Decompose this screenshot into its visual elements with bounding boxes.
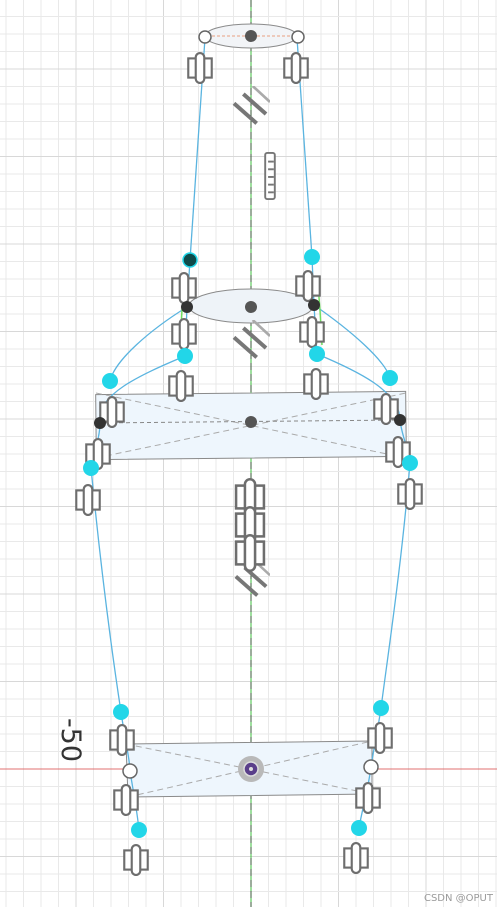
neck-right-point[interactable] — [308, 299, 320, 311]
coincident-constraint-icon[interactable] — [122, 844, 150, 876]
parallel-constraint-icon[interactable] — [232, 320, 270, 360]
shoulder-left-point[interactable] — [94, 417, 106, 429]
shoulder-diagonal-2 — [95, 392, 407, 459]
dimension-label: -50 — [55, 717, 87, 763]
coincident-constraint-icon[interactable] — [342, 842, 370, 874]
spline-control-point[interactable] — [113, 704, 129, 720]
spline-control-point[interactable] — [309, 346, 325, 362]
coincident-constraint-icon[interactable] — [298, 316, 326, 348]
spline-control-point[interactable] — [102, 373, 118, 389]
spline-control-point[interactable] — [382, 370, 398, 386]
coincident-constraint-icon[interactable] — [108, 724, 136, 756]
spline-control-point[interactable] — [351, 820, 367, 836]
origin-point-core — [249, 767, 253, 771]
parallel-constraint-icon[interactable] — [232, 86, 270, 126]
top-left-endpoint[interactable] — [198, 30, 212, 44]
coincident-constraint-icon[interactable] — [186, 52, 214, 84]
horizontal-constraint-icon[interactable] — [264, 152, 276, 200]
coincident-constraint-icon[interactable] — [294, 270, 322, 302]
spline-control-point[interactable] — [131, 822, 147, 838]
coincident-constraint-icon[interactable] — [282, 52, 310, 84]
coincident-constraint-icon[interactable] — [302, 368, 330, 400]
coincident-constraint-icon[interactable] — [112, 784, 140, 816]
coincident-constraint-icon[interactable] — [170, 272, 198, 304]
spline-control-point[interactable] — [402, 455, 418, 471]
neck-left-point[interactable] — [181, 301, 193, 313]
coincident-constraint-icon[interactable] — [366, 722, 394, 754]
coincident-constraint-icon[interactable] — [354, 782, 382, 814]
top-right-endpoint[interactable] — [291, 30, 305, 44]
spline-control-point[interactable] — [304, 249, 320, 265]
top-center-point[interactable] — [245, 30, 257, 42]
shoulder-diagonal-1 — [95, 392, 407, 459]
coincident-constraint-icon[interactable] — [167, 370, 195, 402]
spline-point-selected[interactable] — [182, 252, 198, 268]
neck-center-point[interactable] — [245, 301, 257, 313]
watermark: CSDN @OPUT — [423, 893, 493, 904]
base-right-endpoint[interactable] — [363, 759, 379, 775]
coincident-constraint-icon[interactable] — [170, 318, 198, 350]
spline-control-point[interactable] — [373, 700, 389, 716]
shoulder-center-point[interactable] — [245, 416, 257, 428]
base-left-endpoint[interactable] — [122, 763, 138, 779]
tangent-constraint-icon[interactable] — [234, 534, 266, 572]
right-shoulder-spline[interactable] — [313, 304, 391, 379]
coincident-constraint-icon[interactable] — [74, 484, 102, 516]
spline-control-point[interactable] — [177, 348, 193, 364]
coincident-constraint-icon[interactable] — [396, 478, 424, 510]
spline-control-point[interactable] — [83, 460, 99, 476]
shoulder-midline — [97, 419, 401, 424]
shoulder-right-point[interactable] — [394, 414, 406, 426]
